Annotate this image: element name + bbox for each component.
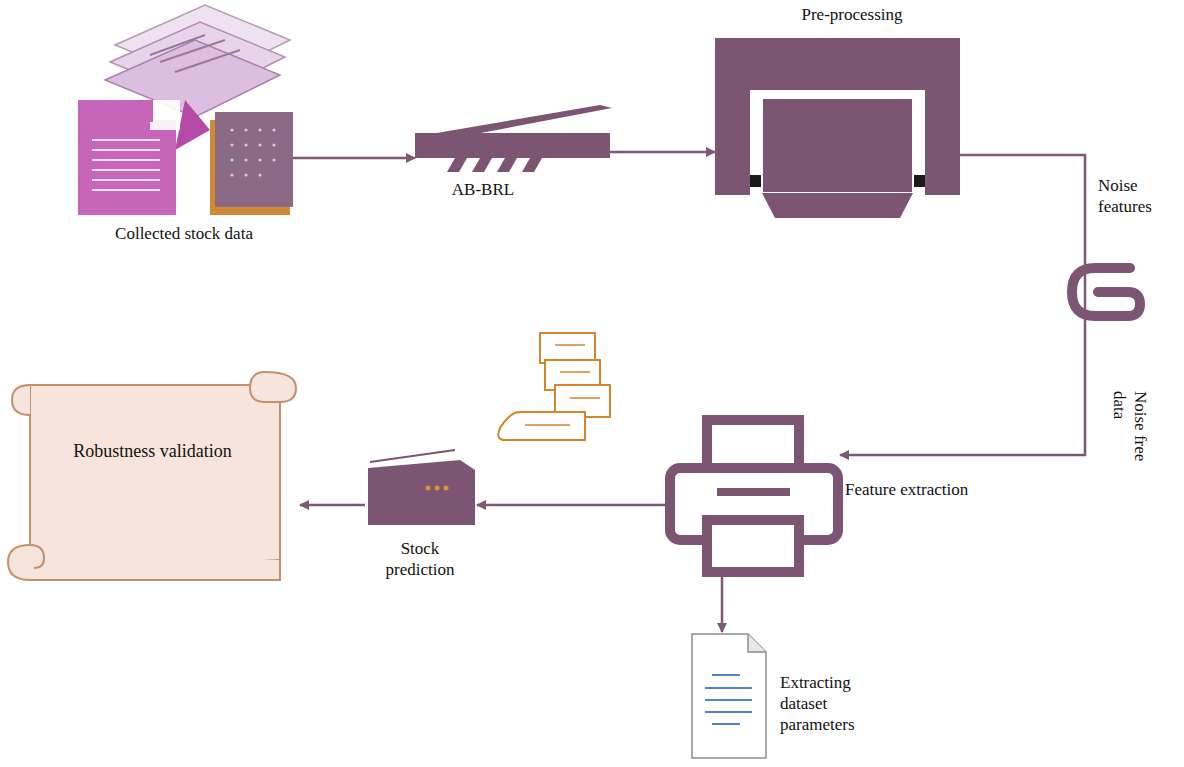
paper-stack <box>78 5 293 215</box>
process-node: Pre-processing <box>715 38 960 220</box>
flow-arrow <box>477 504 665 507</box>
flow-arrow <box>300 504 365 507</box>
node-label: Extracting dataset parameters <box>780 672 875 735</box>
paperclip-icon <box>1072 268 1140 316</box>
process-node: AB-BRL <box>415 103 610 163</box>
line-label: Noise free data <box>1109 391 1151 487</box>
node-label: Pre-processing <box>752 4 952 25</box>
prediction-machine <box>368 450 475 525</box>
flow-arrow <box>610 151 715 154</box>
ab-brl-device <box>415 105 612 172</box>
node-label: Stock prediction <box>370 538 470 580</box>
process-node: Feature extraction <box>665 415 840 577</box>
node-label: Robustness validation <box>70 440 235 462</box>
press-machine <box>715 38 960 218</box>
scroll-shape <box>8 372 296 580</box>
data-source-node: Collected stock data <box>78 5 293 215</box>
output-node: Extracting dataset parameters <box>690 632 768 760</box>
scroll-node: Robustness validation <box>5 360 300 586</box>
process-node: Stock prediction <box>365 450 477 527</box>
printer-icon <box>670 420 838 572</box>
flow-arrow <box>293 157 415 160</box>
node-label: Feature extraction <box>845 479 1045 500</box>
document-icon <box>692 634 766 758</box>
line-label: Noise features <box>1098 175 1178 217</box>
orange-documents <box>498 333 610 440</box>
node-label: AB-BRL <box>423 179 543 200</box>
flow-arrow <box>721 577 724 632</box>
node-label: Collected stock data <box>69 223 299 244</box>
